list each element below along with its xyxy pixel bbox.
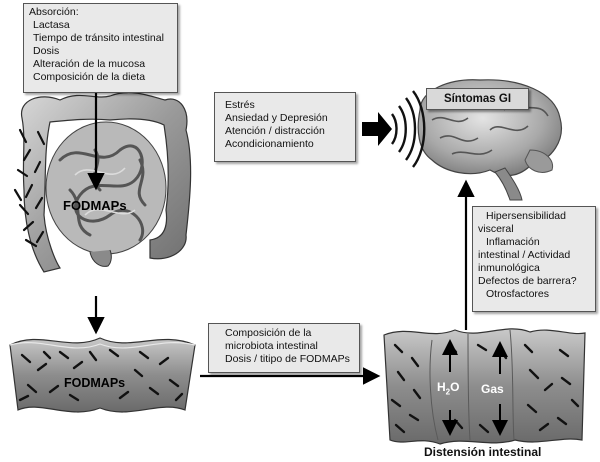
psych-item: Estrés — [225, 99, 255, 111]
psych-item: Ansiedad y Depresión — [225, 112, 328, 124]
microbiota-item: Dosis / titipo de FODMAPs — [225, 353, 350, 365]
microbiota-item: microbiota intestinal — [225, 340, 318, 352]
absorption-title: Absorción: — [29, 6, 79, 18]
psych-item: Atención / distracción — [225, 125, 325, 137]
absorption-item: Alteración de la mucosa — [33, 58, 146, 70]
intestine-segment-distended — [383, 328, 586, 445]
h2o-label: H2O — [437, 380, 459, 396]
absorption-item: Lactasa — [33, 19, 70, 31]
microbiota-item: Composición de la — [225, 327, 312, 339]
mechanism-item: inmunológica — [478, 262, 540, 274]
absorption-item: Tiempo de tránsito intestinal — [33, 32, 164, 44]
absorption-factors-box: Absorción: Lactasa Tiempo de tránsito in… — [23, 3, 178, 93]
absorption-item: Dosis — [33, 45, 60, 57]
gi-symptoms-label: Síntomas GI — [426, 88, 529, 110]
h2o-subscript: 2 — [445, 387, 451, 397]
fodmaps-segment-label: FODMAPs — [64, 376, 126, 390]
h2o-h: H — [437, 380, 446, 394]
psych-to-brain-arrow — [362, 112, 392, 146]
mechanism-item: Otrosfactores — [486, 288, 550, 300]
mechanism-item: Defectos de barrera? — [478, 275, 577, 287]
intestine-segment-left — [9, 337, 196, 413]
h2o-o: O — [450, 380, 460, 394]
psych-item: Acondicionamiento — [225, 138, 314, 150]
microbiota-box: Composición de la microbiota intestinal … — [208, 323, 360, 373]
fodmaps-colon-label: FODMAPs — [63, 198, 127, 213]
psychological-factors-box: Estrés Ansiedad y Depresión Atención / d… — [214, 92, 356, 162]
colon-illustration — [13, 92, 192, 273]
mechanism-item: visceral — [478, 223, 514, 235]
distension-label: Distensión intestinal — [424, 445, 542, 459]
mechanism-item: Hipersensibilidad — [486, 210, 566, 222]
mechanism-item: intestinal / Actividad — [478, 249, 571, 261]
absorption-item: Composición de la dieta — [33, 71, 146, 83]
flow-arrows — [87, 86, 475, 385]
mechanism-item: Inflamación — [486, 236, 540, 248]
signal-waves — [390, 90, 426, 168]
mechanisms-box: Hipersensibilidad visceral Inflamación i… — [472, 206, 596, 312]
gas-label: Gas — [481, 382, 504, 396]
